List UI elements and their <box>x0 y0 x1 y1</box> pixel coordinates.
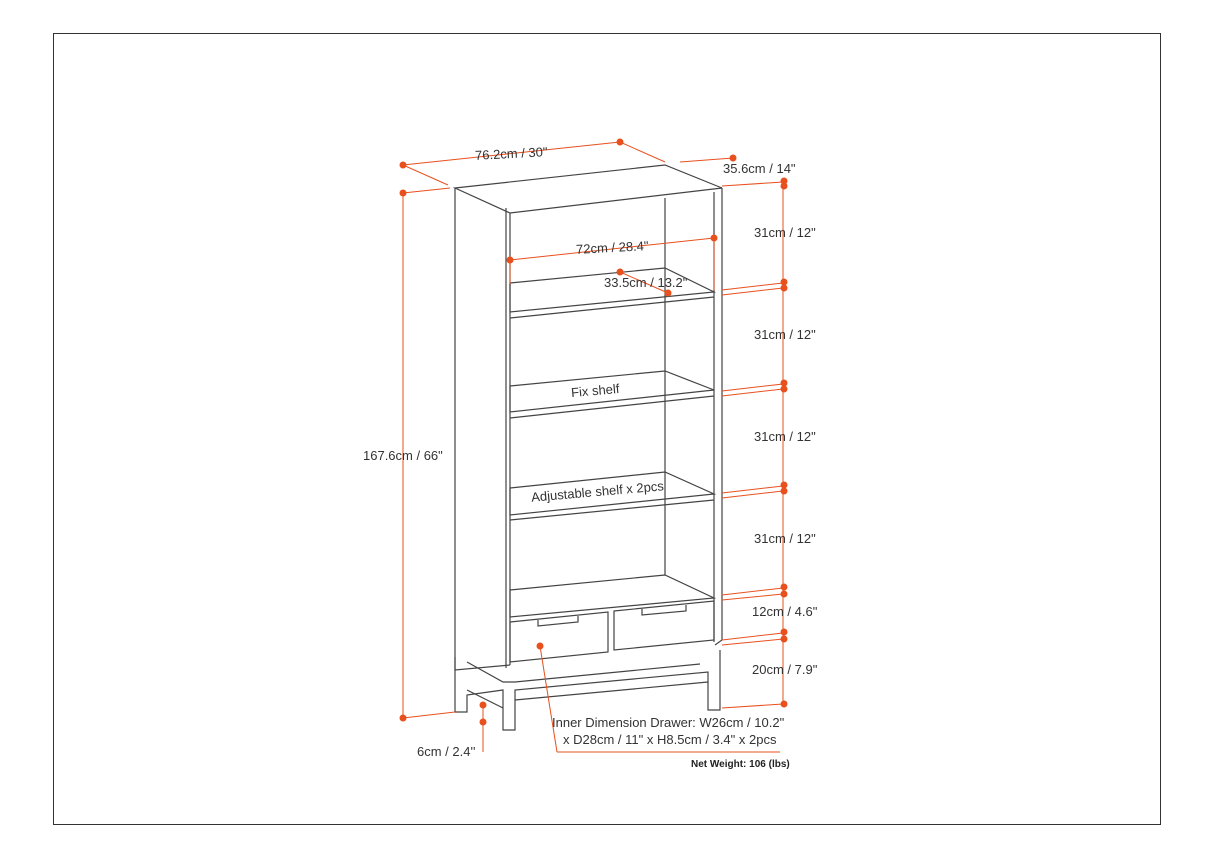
shelf-gap-3-label: 31cm / 12" <box>754 429 816 444</box>
base-height-label: 20cm / 7.9" <box>752 662 818 677</box>
leg-width-label: 6cm / 2.4'' <box>417 744 476 759</box>
inner-width-label: 72cm / 28.4" <box>575 238 649 257</box>
drawer-dimensions-line-2: x D28cm / 11" x H8.5cm / 3.4" x 2pcs <box>563 732 777 747</box>
shelf-gap-4-label: 31cm / 12" <box>754 531 816 546</box>
drawer-dimensions-line-1: Inner Dimension Drawer: W26cm / 10.2" <box>552 715 785 730</box>
net-weight-label: Net Weight: 106 (lbs) <box>691 759 790 770</box>
drawer-height-label: 12cm / 4.6" <box>752 604 818 619</box>
dimension-dots <box>399 138 788 726</box>
shelf-gap-1-label: 31cm / 12" <box>754 225 816 240</box>
width-label: 76.2cm / 30" <box>474 144 548 163</box>
dimension-lines <box>402 141 784 753</box>
fix-shelf-label: Fix shelf <box>570 380 620 401</box>
depth-label: 35.6cm / 14" <box>723 161 796 176</box>
bookcase-outline <box>452 164 723 731</box>
inner-depth-label: 33.5cm / 13.2" <box>604 275 688 290</box>
height-label: 167.6cm / 66" <box>363 448 443 463</box>
diagram-frame <box>53 33 1161 825</box>
shelf-gap-2-label: 31cm / 12" <box>754 327 816 342</box>
